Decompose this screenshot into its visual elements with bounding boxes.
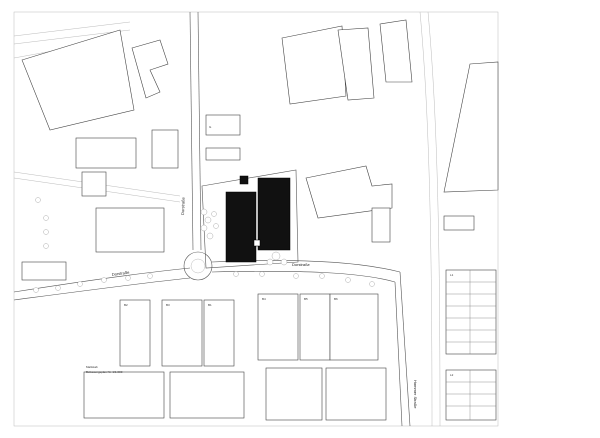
street-label-west: Dorstraße (111, 269, 130, 277)
building-label-b5: B5 (304, 297, 308, 301)
tree-cluster (200, 208, 288, 266)
building-label-b1: B1 (208, 303, 212, 307)
street-label-hammer: Hammer Straße (413, 380, 418, 409)
street-label-east: Dorstraße (292, 262, 311, 267)
new-development (200, 169, 299, 269)
plan-frame (13, 11, 499, 427)
road-network (13, 11, 441, 427)
parking-label-l1: L1 (450, 273, 454, 277)
building-label-b6: B6 (334, 297, 338, 301)
map-labels: Dorstraße Dorstraße Dorstraße Hammer Str… (86, 125, 454, 409)
parking-area (445, 269, 497, 421)
street-trees (33, 197, 375, 293)
building-label-b4: B4 (262, 297, 266, 301)
street-label-vertical: Dorstraße (180, 196, 186, 215)
building-label-g: G (209, 125, 212, 129)
plan-note-title: Maßstab (86, 365, 98, 369)
building-label-b2: B2 (124, 303, 128, 307)
building-label-b3: B3 (166, 303, 170, 307)
parking-label-l2: L2 (450, 373, 454, 377)
plan-note-text: Bebauungsplan Nr. 1/1.000 (86, 370, 123, 374)
residential-block (83, 293, 387, 421)
existing-buildings (21, 19, 499, 281)
